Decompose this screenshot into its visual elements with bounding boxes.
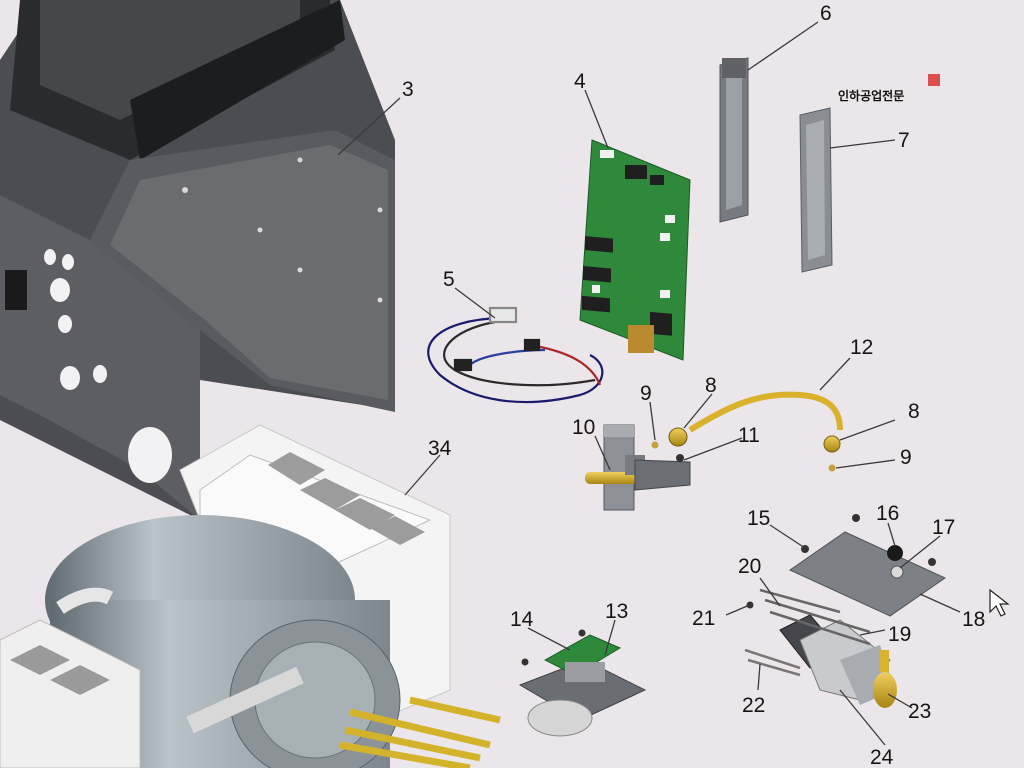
mouse-cursor-icon	[989, 588, 1010, 617]
label-part-19: 19	[888, 623, 911, 646]
leader-lines	[337, 21, 961, 746]
panel-part-3	[90, 130, 395, 412]
pcb-board-part-4	[579, 139, 691, 361]
fitting-part-23	[873, 672, 897, 708]
label-part-11: 11	[738, 424, 760, 447]
label-part-13: 13	[605, 600, 628, 623]
label-part-4: 4	[574, 70, 586, 93]
label-part-20: 20	[738, 555, 761, 578]
watermark-stamp: 인하공업전문	[838, 74, 940, 103]
label-part-18: 18	[962, 608, 985, 631]
label-part-6: 6	[820, 2, 832, 25]
grommet-part-16	[887, 545, 903, 561]
electrode-part-22	[744, 648, 801, 677]
wiring-harness-part-5	[427, 306, 604, 404]
chassis-plate	[0, 195, 200, 520]
nut-part-8	[668, 427, 841, 453]
label-part-21: 21	[692, 607, 715, 630]
washer-part-9	[651, 441, 836, 472]
top-housing-part	[10, 0, 345, 160]
rail-part-6	[719, 57, 749, 223]
rail-part-7	[799, 107, 833, 273]
label-part-10: 10	[572, 416, 595, 439]
bracket-part-11	[634, 454, 691, 491]
callout-labels: 3 4 5 6 7 8 8 9 9 10 11 12 13 14 15 16 1…	[402, 2, 985, 768]
watermark-text: 인하공업전문	[838, 88, 904, 103]
sight-glass-part-17	[890, 565, 904, 579]
label-part-24: 24	[870, 746, 894, 768]
label-part-12: 12	[850, 336, 873, 359]
burner-assembly-part-24	[779, 614, 897, 708]
label-part-8-right: 8	[908, 400, 920, 423]
label-part-9-left: 9	[640, 382, 652, 405]
heat-exchanger-tubes	[339, 696, 501, 768]
label-part-8-left: 8	[705, 374, 717, 397]
label-part-22: 22	[742, 694, 765, 717]
label-part-17: 17	[932, 516, 955, 539]
white-block	[0, 619, 141, 768]
label-part-16: 16	[876, 502, 899, 525]
cover-plate-part-18	[788, 514, 947, 617]
gas-pipe-part-12	[688, 391, 843, 433]
blower-part-14	[518, 629, 647, 737]
label-part-7: 7	[898, 129, 910, 152]
label-part-3: 3	[402, 78, 414, 101]
label-part-9-right: 9	[900, 446, 912, 469]
label-part-34: 34	[428, 437, 452, 460]
electrodes-part-19-20	[759, 588, 871, 646]
label-part-23: 23	[908, 700, 931, 723]
label-part-14: 14	[510, 608, 534, 631]
label-part-15: 15	[747, 507, 770, 530]
left-frame-assembly	[0, 0, 501, 768]
label-part-5: 5	[443, 268, 455, 291]
